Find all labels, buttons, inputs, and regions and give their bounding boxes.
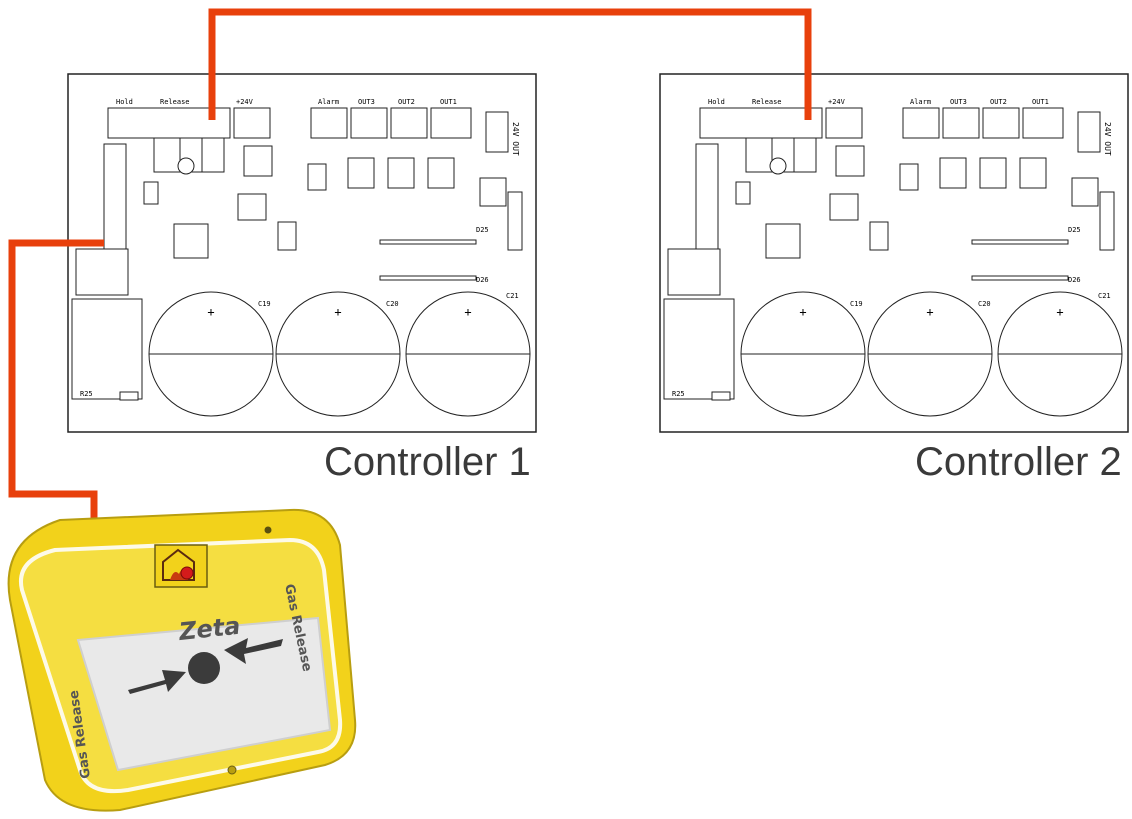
status-led (180, 566, 194, 580)
controller-1-caption: Controller 1 (324, 440, 531, 484)
svg-text:+: + (926, 305, 933, 319)
terminal-label: OUT3 (950, 98, 967, 106)
controller-2-board: Hold Release +24V Alarm OUT3 OUT2 OUT1 2… (659, 73, 1129, 433)
terminal-label: OUT1 (440, 98, 457, 106)
terminal-label: Hold (116, 98, 133, 106)
capacitor-c20: + (867, 291, 993, 417)
arrow-right-icon (128, 670, 186, 694)
gas-release-call-point: Zeta Gas Release Gas Release (7, 508, 357, 812)
capacitor-c21: + (997, 291, 1123, 417)
capacitor-c21: + (405, 291, 531, 417)
part-label: D26 (1068, 276, 1081, 284)
part-label: R25 (80, 390, 93, 398)
output-label: 24V OUT (511, 122, 520, 156)
part-label: D25 (476, 226, 489, 234)
terminal-label: Hold (708, 98, 725, 106)
capacitor-c19: + (740, 291, 866, 417)
arrow-left-icon (224, 638, 283, 664)
part-label: C21 (1098, 292, 1111, 300)
capacitor-c19: + (148, 291, 274, 417)
part-label: D26 (476, 276, 489, 284)
terminal-label: Release (752, 98, 782, 106)
part-label: C20 (978, 300, 991, 308)
terminal-label: +24V (236, 98, 254, 106)
terminal-label: +24V (828, 98, 846, 106)
wire-callpoint-to-controller1 (8, 239, 104, 538)
terminal-label: Alarm (318, 98, 339, 106)
controller-1-board: Hold Release +24V Alarm OUT3 OUT2 OUT1 2… (67, 73, 537, 433)
svg-text:+: + (1056, 305, 1063, 319)
terminal-label: OUT2 (398, 98, 415, 106)
brand-logo: Zeta (177, 612, 242, 646)
terminal-label: Alarm (910, 98, 931, 106)
terminal-label: OUT2 (990, 98, 1007, 106)
wire-controller1-to-controller2 (208, 8, 812, 120)
svg-text:+: + (207, 305, 214, 319)
part-label: C19 (850, 300, 863, 308)
svg-text:+: + (464, 305, 471, 319)
part-label: C20 (386, 300, 399, 308)
terminal-label: OUT1 (1032, 98, 1049, 106)
svg-text:+: + (334, 305, 341, 319)
svg-text:+: + (799, 305, 806, 319)
capacitor-c20: + (275, 291, 401, 417)
house-fire-icon (154, 544, 208, 588)
output-label: 24V OUT (1103, 122, 1112, 156)
controller-2-caption: Controller 2 (915, 440, 1122, 484)
terminal-label: Release (160, 98, 190, 106)
part-label: C19 (258, 300, 271, 308)
part-label: D25 (1068, 226, 1081, 234)
part-label: C21 (506, 292, 519, 300)
release-button[interactable] (188, 652, 220, 684)
part-label: R25 (672, 390, 685, 398)
terminal-label: OUT3 (358, 98, 375, 106)
